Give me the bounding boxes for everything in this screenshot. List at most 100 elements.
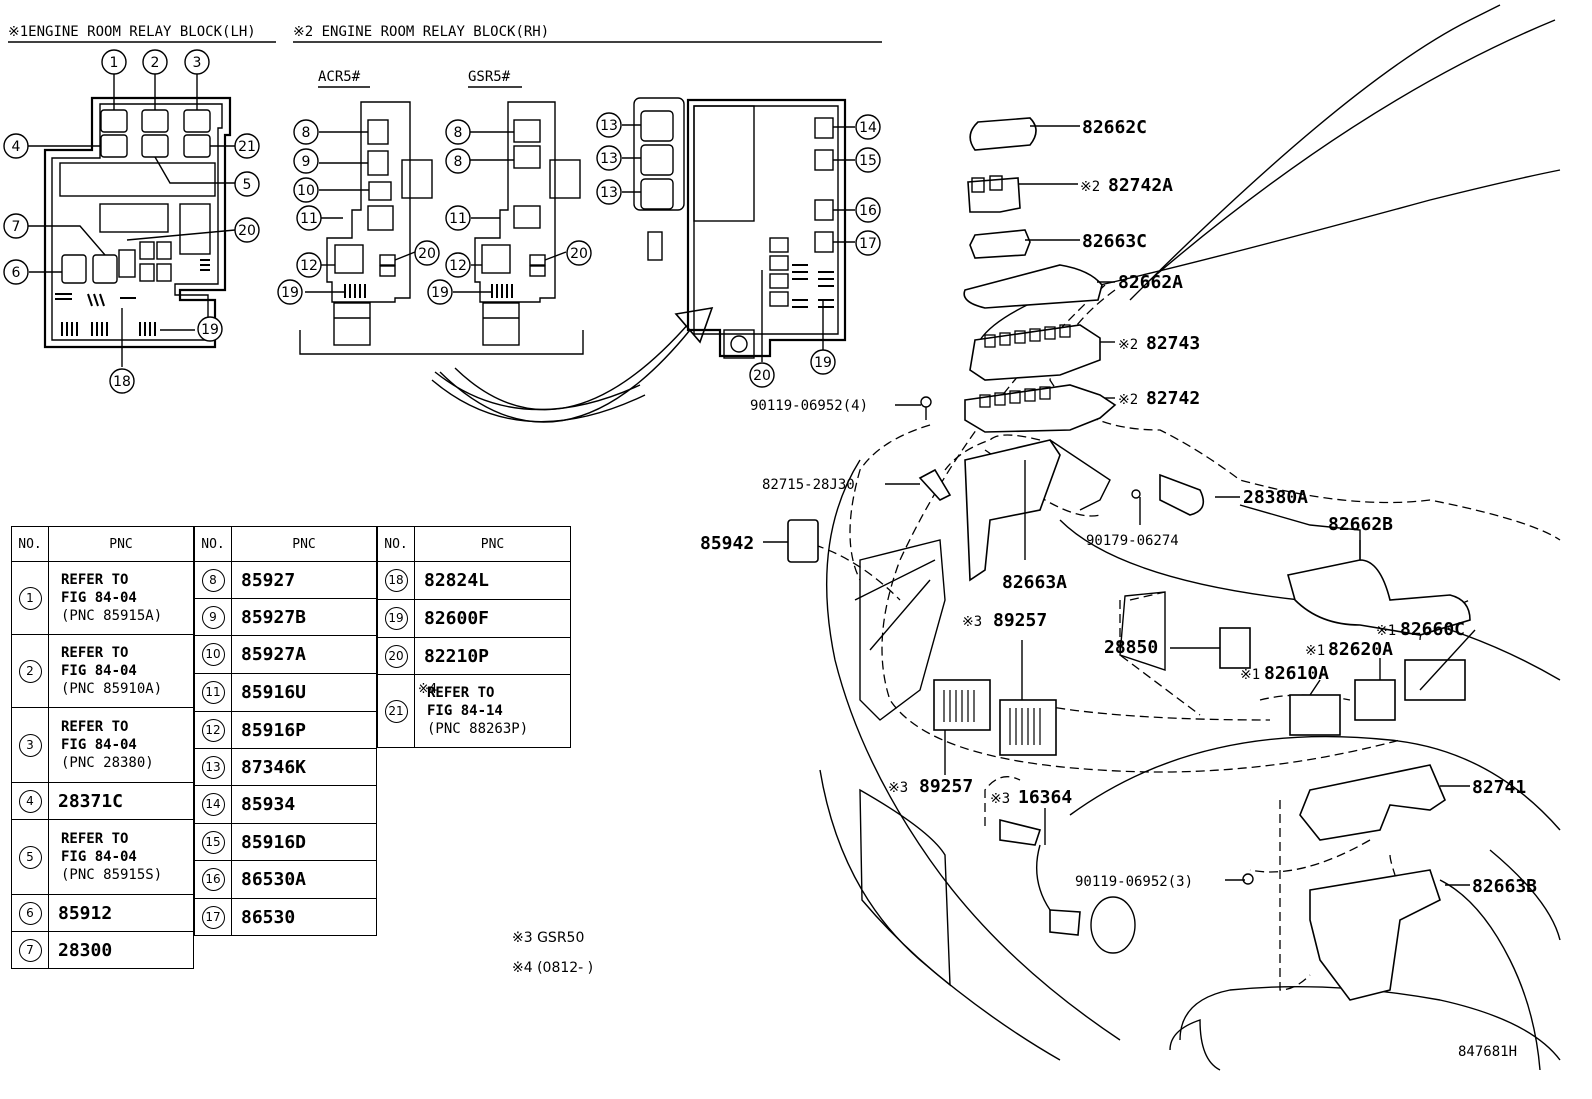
svg-text:20: 20 — [418, 246, 436, 262]
part-90119-4: 90119-06952(4) — [750, 398, 868, 414]
callout-13: 13 — [596, 145, 622, 171]
row-number-cell: 7 — [11, 931, 49, 969]
row-number: 8 — [201, 568, 225, 592]
svg-text:13: 13 — [600, 185, 618, 201]
callout-5: 5 — [234, 171, 260, 197]
part-28850: 28850 — [1104, 637, 1158, 658]
callout-15: 15 — [855, 147, 881, 173]
note-3: ※3 GSR50 — [512, 930, 585, 946]
svg-text:6: 6 — [12, 265, 21, 281]
title-relay-block-rh: ※2 ENGINE ROOM RELAY BLOCK(RH) — [293, 24, 549, 40]
svg-text:17: 17 — [859, 236, 877, 252]
row-number-cell: 10 — [194, 635, 232, 674]
callout-8: 8 — [445, 119, 471, 145]
callout-18: 18 — [109, 368, 135, 394]
row-number-cell: 13 — [194, 748, 232, 786]
callout-16: 16 — [855, 197, 881, 223]
arrow-to-rh-block — [439, 306, 714, 423]
row-number-cell: 19 — [377, 599, 415, 638]
title-relay-block-lh: ※1ENGINE ROOM RELAY BLOCK(LH) — [8, 24, 256, 40]
row-number-cell: 12 — [194, 711, 232, 749]
svg-text:10: 10 — [297, 183, 315, 199]
mark-82742A: ※2 — [1080, 179, 1100, 195]
header-no: NO. — [11, 526, 49, 562]
callout-20: 20 — [414, 240, 440, 266]
part-82662C: 82662C — [1082, 117, 1147, 138]
callout-6: 6 — [3, 259, 29, 285]
callout-20: 20 — [749, 362, 775, 388]
svg-text:1: 1 — [110, 55, 119, 71]
svg-text:7: 7 — [12, 219, 21, 235]
callout-19: 19 — [810, 349, 836, 375]
part-82742: 82742 — [1146, 388, 1200, 409]
row-number-cell: 18 — [377, 561, 415, 600]
callout-21: 21 — [234, 133, 260, 159]
row-number: 20 — [384, 644, 408, 668]
part-16364: 16364 — [1018, 787, 1072, 808]
pnc-value: 28300 — [48, 931, 194, 969]
row-number: 11 — [201, 681, 225, 704]
header-no: NO. — [194, 526, 232, 562]
pnc-reference-line: FIG 84-04 — [61, 590, 137, 606]
svg-text:8: 8 — [302, 125, 311, 141]
svg-text:11: 11 — [300, 211, 318, 227]
part-82662A: 82662A — [1118, 272, 1183, 293]
row-number: 4 — [18, 789, 42, 813]
svg-text:19: 19 — [431, 285, 449, 301]
callout-11: 11 — [296, 205, 322, 231]
row-number: 3 — [18, 733, 42, 757]
callout-9: 9 — [293, 148, 319, 174]
pnc-value: 85934 — [231, 785, 377, 824]
row-number-cell: 17 — [194, 898, 232, 936]
pnc-reference-line: (PNC 85915A) — [61, 608, 163, 624]
callout-4: 4 — [3, 133, 29, 159]
row-number-cell: 14 — [194, 785, 232, 824]
part-82715: 82715-28J30 — [762, 477, 855, 493]
part-89257-b: 89257 — [919, 776, 973, 797]
label-acr: ACR5# — [318, 69, 361, 85]
pnc-reference-line: REFER TO — [427, 685, 495, 701]
row-number: 13 — [201, 755, 225, 779]
pnc-reference-line: (PNC 88263P) — [427, 721, 529, 737]
row-number-cell: 9 — [194, 598, 232, 636]
header-pnc: PNC — [48, 526, 194, 562]
svg-text:13: 13 — [600, 151, 618, 167]
note-mark: ※4 — [418, 682, 438, 697]
svg-text:19: 19 — [281, 285, 299, 301]
svg-text:8: 8 — [454, 125, 463, 141]
row-number-cell: 16 — [194, 860, 232, 899]
pnc-value: 87346K — [231, 748, 377, 786]
pnc-reference-line: (PNC 85915S) — [61, 867, 163, 883]
row-number-cell: 5 — [11, 819, 49, 895]
callout-13: 13 — [596, 112, 622, 138]
mark-16364: ※3 — [990, 791, 1010, 807]
svg-text:8: 8 — [454, 154, 463, 170]
callout-1: 1 — [101, 49, 127, 75]
svg-text:12: 12 — [300, 258, 318, 274]
row-number-cell: 2 — [11, 634, 49, 708]
mark-82742: ※2 — [1118, 392, 1138, 408]
row-number-cell: 1 — [11, 561, 49, 635]
pnc-value: 82210P — [414, 637, 571, 675]
mark-82620A: ※1 — [1305, 643, 1325, 659]
pnc-value: 85912 — [48, 894, 194, 932]
callout-3: 3 — [184, 49, 210, 75]
pnc-value: 85927 — [231, 561, 377, 599]
svg-text:11: 11 — [449, 211, 467, 227]
part-85942: 85942 — [700, 533, 754, 554]
callout-12: 12 — [445, 252, 471, 278]
svg-text:2: 2 — [151, 55, 160, 71]
part-82743: 82743 — [1146, 333, 1200, 354]
row-number: 15 — [201, 830, 225, 854]
